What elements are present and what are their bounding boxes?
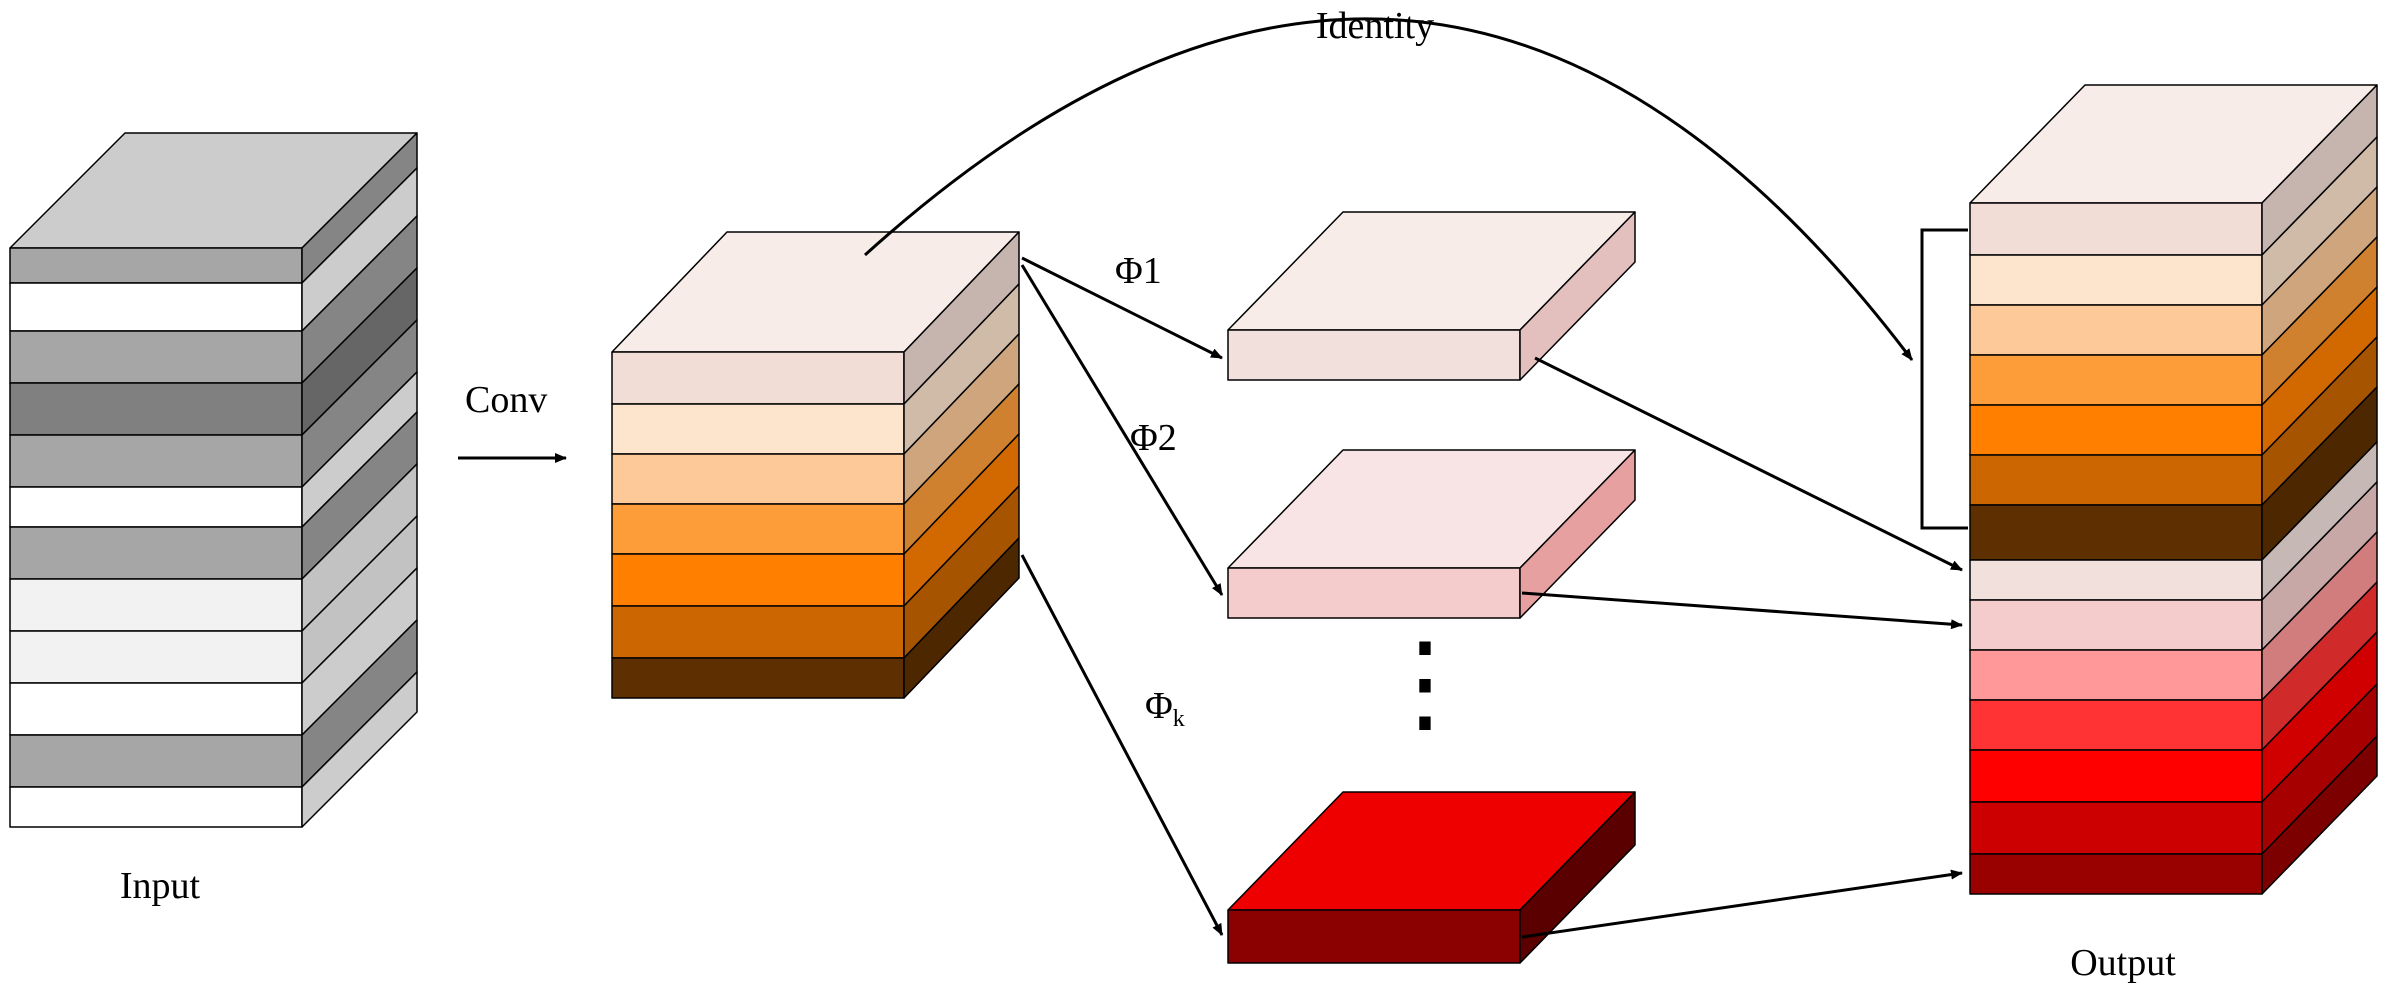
input-layer-front-7 — [9, 526, 303, 580]
phi1-label: Φ1 — [1115, 250, 1162, 292]
conv-layer-front-2 — [611, 403, 905, 455]
feature-map-3-side-face — [1519, 791, 1636, 964]
conv-layer-front-5 — [611, 553, 905, 607]
conv-layer-front-7 — [611, 657, 905, 699]
input-layer-front-12 — [9, 786, 303, 828]
dots-label: ⋮ — [1370, 622, 1480, 744]
output-layer-front-8 — [1969, 559, 2263, 601]
conv-feature-block — [611, 231, 1020, 699]
input-layer-front-10 — [9, 682, 303, 736]
output-layer-front-5 — [1969, 404, 2263, 456]
output-layer-side-14 — [2261, 735, 2378, 895]
input-layer-front-4 — [9, 382, 303, 436]
output-layer-front-10 — [1969, 649, 2263, 701]
input-tensor-block — [9, 132, 418, 828]
fmap2-to-output-arrow — [1521, 591, 1963, 630]
conv-layer-front-1 — [611, 351, 905, 405]
connection-arrows — [458, 17, 1968, 939]
phik-subscript: k — [1173, 706, 1185, 732]
feature-map-1-front-face — [1227, 329, 1521, 381]
identity-label: Identity — [1316, 5, 1434, 47]
input-layer-front-3 — [9, 330, 303, 384]
input-layer-front-9 — [9, 630, 303, 684]
phik-arrow — [1020, 554, 1224, 936]
identity-bracket — [1920, 228, 1968, 530]
identity-arrow — [863, 17, 1914, 361]
input-layer-front-2 — [9, 282, 303, 332]
phi1-arrow — [1021, 256, 1223, 360]
output-layer-front-13 — [1969, 801, 2263, 855]
feature-map-3-front-face — [1227, 909, 1521, 964]
feature-map-2-side-face — [1519, 449, 1636, 619]
input-layer-front-6 — [9, 486, 303, 528]
fmapk-to-output-arrow — [1521, 869, 1963, 939]
input-label: Input — [120, 865, 201, 907]
feature-map-2-front-face — [1227, 567, 1521, 619]
output-layer-front-7 — [1969, 504, 2263, 561]
output-layer-front-6 — [1969, 454, 2263, 506]
cheap-operation-feature-maps — [1227, 211, 1636, 964]
output-layer-front-9 — [1969, 599, 2263, 651]
phi2-label: Φ2 — [1130, 417, 1177, 459]
conv-label: Conv — [465, 379, 547, 421]
conv-layer-front-6 — [611, 605, 905, 659]
output-layer-front-3 — [1969, 304, 2263, 356]
output-layer-front-1 — [1969, 202, 2263, 256]
output-label: Output — [2070, 942, 2176, 984]
fmap1-to-output-arrow — [1534, 356, 1963, 572]
phik-label: Φk — [1145, 685, 1185, 732]
conv-layer-side-7 — [903, 537, 1020, 699]
input-layer-front-5 — [9, 434, 303, 488]
output-layer-front-4 — [1969, 354, 2263, 406]
output-layer-front-2 — [1969, 254, 2263, 306]
phi2-arrow — [1020, 264, 1224, 596]
feature-map-1-side-face — [1519, 211, 1636, 381]
input-layer-front-11 — [9, 734, 303, 788]
output-tensor-block — [1969, 84, 2378, 895]
conv-layer-front-3 — [611, 453, 905, 505]
input-layer-side-12 — [301, 671, 418, 828]
output-layer-front-11 — [1969, 699, 2263, 751]
output-layer-front-14 — [1969, 853, 2263, 895]
input-layer-front-1 — [9, 247, 303, 284]
conv-layer-front-4 — [611, 503, 905, 555]
output-layer-front-12 — [1969, 749, 2263, 803]
input-layer-front-8 — [9, 578, 303, 632]
